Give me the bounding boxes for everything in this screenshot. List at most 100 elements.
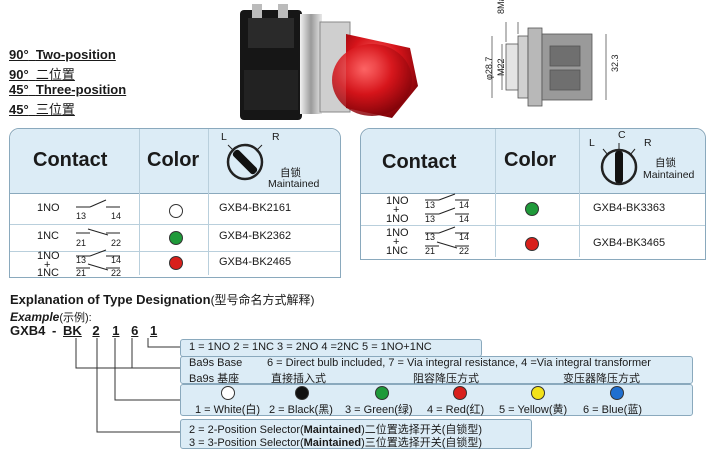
- code-color: 1: [112, 323, 120, 338]
- maintained-en: Maintained: [268, 178, 320, 190]
- maintained-en: Maintained: [643, 169, 695, 181]
- nc-contact-symbol: [76, 228, 120, 236]
- contact-type: 1NC: [386, 245, 409, 257]
- model-number: GXB4-BK2362: [219, 230, 292, 242]
- color-swatch-green: [169, 231, 183, 245]
- header-color: Color: [504, 149, 557, 171]
- model-number: GXB4-BK2465: [219, 256, 292, 268]
- color-label: 3 = Green(绿): [345, 404, 413, 416]
- model-number: GXB4-BK3465: [593, 237, 666, 249]
- table-two-position: Contact Color L R 自锁 Maintained 1NO 13 1…: [9, 128, 341, 279]
- code-contact: 1: [149, 323, 158, 338]
- color-dot-blue: [610, 386, 624, 400]
- contact-type: 1NO: [386, 227, 409, 239]
- contact-plus: +: [393, 236, 400, 248]
- terminal: 13: [425, 200, 436, 210]
- terminal: 21: [76, 238, 87, 248]
- mode-45-cn: 45° 三位置: [9, 102, 75, 117]
- contact-plus: +: [44, 259, 51, 271]
- no-nc-contact-symbol: [425, 226, 469, 249]
- color-label: 1 = White(白): [195, 404, 261, 416]
- base-cn: Ba9s 基座: [189, 373, 240, 385]
- base-en: Ba9s Base: [189, 357, 243, 369]
- color-dot-white: [221, 386, 235, 400]
- colors-key-bar: 1 = White(白) 2 = Black(黑) 3 = Green(绿) 4…: [180, 384, 693, 416]
- table-header: [10, 129, 340, 194]
- terminal: 22: [111, 238, 122, 248]
- header-color: Color: [147, 149, 200, 171]
- mode-45-en: 45° Three-position: [9, 82, 127, 97]
- color-swatch-white: [169, 204, 183, 218]
- example-label: Example(示例):: [10, 310, 92, 324]
- selector-3pos: 3 = 3-Position Selector(Maintained)三位置选择…: [189, 437, 483, 449]
- bulb-cn-transformer: 变压器降压方式: [563, 373, 640, 385]
- bulb-key: 6 = Direct bulb included, 7 = Via integr…: [267, 357, 651, 369]
- product-photo: [240, 4, 418, 120]
- maintained-cn: 自锁: [280, 167, 301, 179]
- selector-key-bar: 2 = 2-Position Selector(Maintained)二位置选择…: [180, 419, 532, 449]
- color-dot-yellow: [531, 386, 545, 400]
- color-swatch-green: [525, 202, 539, 216]
- contact-type: 1NC: [37, 230, 60, 242]
- color-label: 2 = Black(黑): [269, 404, 333, 416]
- bulb-cn-resistance: 阻容降压方式: [413, 373, 479, 385]
- color-dot-green: [375, 386, 389, 400]
- bulb-cn-direct: 直接插入式: [271, 373, 326, 385]
- color-dot-black: [295, 386, 309, 400]
- contact-type: 1NO: [386, 213, 409, 225]
- contact-type: 1NC: [37, 267, 60, 279]
- terminal: 21: [425, 246, 436, 256]
- dial-label-c: C: [618, 129, 626, 141]
- selector-2pos: 2 = 2-Position Selector(Maintained)二位置选择…: [189, 424, 483, 436]
- table-header: [361, 129, 705, 194]
- dial-label-r: R: [272, 131, 280, 143]
- terminal: 14: [111, 211, 122, 221]
- terminal: 13: [76, 211, 87, 221]
- terminal: 14: [459, 214, 470, 224]
- no-contact-symbol: [76, 199, 120, 208]
- model-number: GXB4-BK3363: [593, 202, 666, 214]
- bulb-key-bar: Ba9s Base Ba9s 基座 6 = Direct bulb includ…: [180, 356, 693, 385]
- no-no-contact-symbol: [425, 193, 469, 215]
- table-three-position: Contact Color L C R 自锁 Maintained 1NO + …: [360, 128, 706, 260]
- contacts-key: 1 = 1NO 2 = 1NC 3 = 2NO 4 =2NC 5 = 1NO+1…: [189, 341, 432, 353]
- terminal: 13: [76, 255, 87, 265]
- color-dot-red: [453, 386, 467, 400]
- selector-dial-icon: [226, 143, 264, 181]
- dial-label-r: R: [644, 137, 652, 149]
- code-dash: -: [52, 323, 57, 338]
- color-label: 4 = Red(红): [427, 404, 485, 416]
- terminal: 22: [459, 246, 470, 256]
- terminal: 13: [425, 214, 436, 224]
- header-contact: Contact: [382, 151, 457, 173]
- terminal: 14: [459, 232, 470, 242]
- model-number: GXB4-BK2161: [219, 202, 292, 214]
- color-label: 6 = Blue(蓝): [583, 404, 642, 416]
- header-contact: Contact: [33, 149, 108, 171]
- mode-90-en: 90° Two-position: [9, 47, 116, 62]
- dial-label-l: L: [221, 131, 227, 143]
- contacts-key-bar: 1 = 1NO 2 = 1NC 3 = 2NO 4 =2NC 5 = 1NO+1…: [180, 339, 482, 357]
- terminal: 13: [425, 232, 436, 242]
- contact-type: 1NO: [386, 195, 409, 207]
- color-label: 5 = Yellow(黄): [499, 404, 568, 416]
- color-swatch-red: [525, 237, 539, 251]
- terminal: 14: [111, 255, 122, 265]
- maintained-cn: 自锁: [655, 157, 676, 169]
- type-code: GXB4 - BK 2 1 6 1: [10, 323, 157, 338]
- terminal: 14: [459, 200, 470, 210]
- selector-dial-icon: [600, 143, 638, 186]
- no-nc-contact-symbol: [76, 249, 120, 271]
- code-position: 2: [92, 323, 100, 338]
- contact-type: 1NO: [37, 250, 60, 262]
- explanation-title: Explanation of Type Designation(型号命名方式解释…: [10, 292, 315, 307]
- code-bulb: 6: [131, 323, 139, 338]
- terminal: 22: [111, 268, 122, 278]
- contact-type: 1NO: [37, 202, 60, 214]
- contact-plus: +: [393, 204, 400, 216]
- code-series: GXB4: [10, 323, 46, 338]
- terminal: 21: [76, 268, 87, 278]
- mode-90-cn: 90° 二位置: [9, 67, 75, 82]
- dimension-drawing: [491, 22, 607, 107]
